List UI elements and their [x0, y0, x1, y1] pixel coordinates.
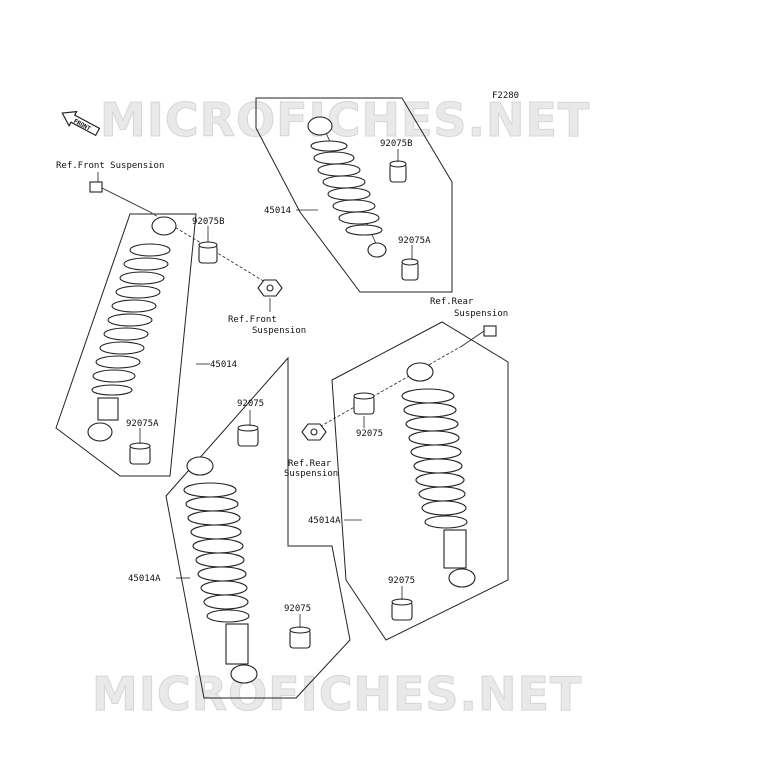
- bolt-rear[interactable]: [461, 325, 497, 347]
- label-ref-rear-1a[interactable]: Ref.Rear: [430, 297, 474, 307]
- label-45014a-right[interactable]: 45014A: [308, 516, 341, 526]
- label-ref-front-2a[interactable]: Ref.Front: [228, 315, 277, 325]
- watermark-bottom: MICROFICHES.NET: [92, 667, 582, 721]
- outline-mid-shock: [165, 356, 351, 699]
- label-45014a-mid[interactable]: 45014A: [128, 574, 161, 584]
- label-92075a-left[interactable]: 92075A: [126, 419, 159, 429]
- shock-absorber-right[interactable]: [401, 362, 476, 588]
- bushing-mid-top[interactable]: [237, 424, 259, 447]
- label-ref-rear-2a[interactable]: Ref.Rear: [288, 459, 332, 469]
- label-92075-right-bottom[interactable]: 92075: [388, 576, 415, 586]
- watermark-top: MICROFICHES.NET: [100, 93, 590, 147]
- nut-rear[interactable]: [301, 423, 327, 441]
- bushing-top-b[interactable]: [389, 160, 407, 183]
- label-92075-mid-bottom[interactable]: 92075: [284, 604, 311, 614]
- label-ref-rear-2b[interactable]: Suspension: [284, 469, 338, 479]
- label-92075-mid-top[interactable]: 92075: [237, 399, 264, 409]
- shock-absorber-left[interactable]: [87, 216, 177, 442]
- bushing-left-a[interactable]: [129, 442, 151, 465]
- outline-left-shock: [55, 213, 197, 477]
- label-92075a-top[interactable]: 92075A: [398, 236, 431, 246]
- label-92075b-left[interactable]: 92075B: [192, 217, 225, 227]
- front-arrow-icon: FRONT: [61, 110, 101, 137]
- label-ref-front-2b[interactable]: Suspension: [252, 326, 306, 336]
- figure-code: F2280: [492, 91, 519, 101]
- bushing-right-bottom[interactable]: [391, 598, 413, 621]
- label-ref-front-1[interactable]: Ref.Front Suspension: [56, 161, 164, 171]
- label-92075b-top[interactable]: 92075B: [380, 139, 413, 149]
- nut-front[interactable]: [257, 279, 283, 297]
- bushing-right-top[interactable]: [353, 392, 375, 415]
- outline-top-shock: [255, 97, 453, 293]
- bolt-front[interactable]: [89, 181, 151, 213]
- bushing-mid-bottom[interactable]: [289, 626, 311, 649]
- label-45014-left[interactable]: 45014: [210, 360, 237, 370]
- shock-absorber-top[interactable]: [307, 116, 387, 258]
- label-ref-rear-1b[interactable]: Suspension: [454, 309, 508, 319]
- bushing-top-a[interactable]: [401, 258, 419, 281]
- label-45014-top[interactable]: 45014: [264, 206, 291, 216]
- shock-absorber-mid[interactable]: [183, 456, 258, 684]
- label-92075-right-top[interactable]: 92075: [356, 429, 383, 439]
- outline-right-shock: [331, 321, 509, 641]
- bushing-left-b[interactable]: [198, 241, 218, 264]
